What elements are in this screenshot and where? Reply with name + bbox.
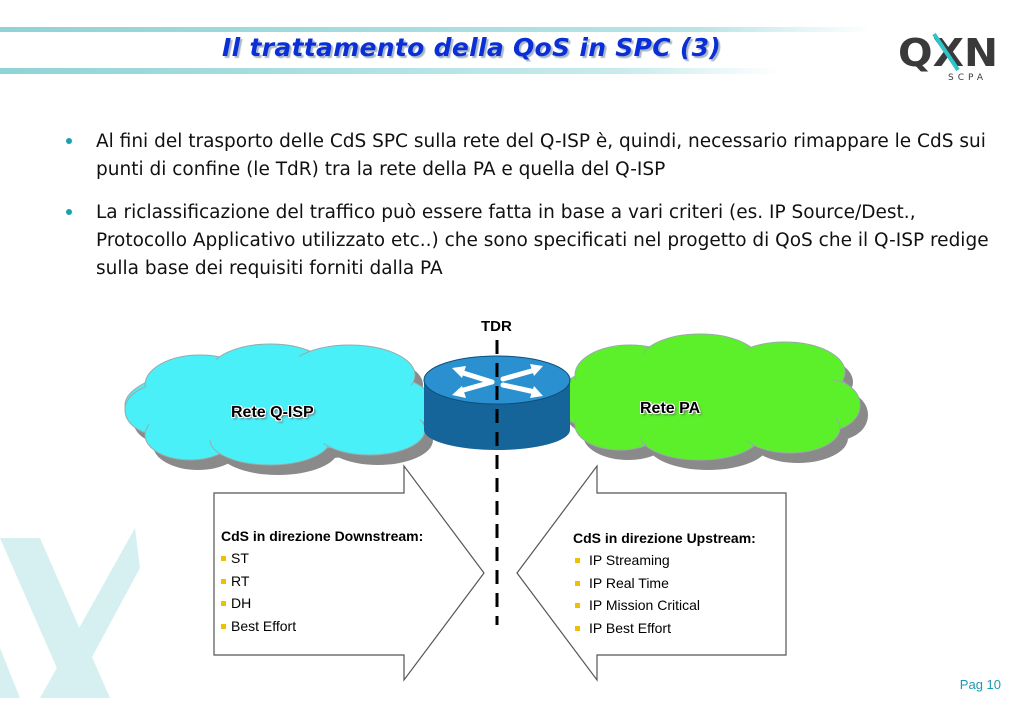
downstream-arrow-shape — [213, 464, 485, 682]
bullet-square-icon — [221, 601, 226, 606]
downstream-list: ST RT DH Best Effort — [221, 547, 423, 637]
list-item: IP Mission Critical — [573, 594, 756, 617]
cloud-right-label: Rete PA — [640, 400, 701, 417]
downstream-heading: CdS in direzione Downstream: — [221, 528, 424, 544]
upstream-arrow-shape — [516, 464, 787, 682]
bullet-text: Al fini del trasporto delle CdS SPC sull… — [96, 131, 986, 180]
list-item: IP Best Effort — [573, 617, 756, 640]
page-title: Il trattamento della QoS in SPC (3) — [222, 33, 722, 62]
bullet-square-icon — [575, 603, 580, 608]
header-rule-bottom — [0, 68, 780, 74]
downstream-panel: CdS in direzione Downstream: ST RT DH Be… — [221, 528, 423, 637]
upstream-heading: CdS in direzione Upstream: — [573, 530, 756, 546]
bullet-square-icon — [575, 580, 580, 586]
company-logo: QXN SCPA — [898, 31, 998, 83]
logo-subtitle: SCPA — [948, 73, 987, 83]
bullet-text: La riclassificazione del traffico può es… — [96, 202, 989, 279]
cloud-left-label: Rete Q-ISP — [231, 404, 314, 421]
bullet-square-icon — [221, 556, 226, 561]
bullet-square-icon — [221, 578, 226, 584]
upstream-panel: CdS in direzione Upstream: IP Streaming … — [573, 530, 756, 639]
list-item: Best Effort — [221, 615, 423, 638]
list-item: IP Real Time — [573, 572, 756, 595]
router-icon — [423, 355, 571, 450]
header-rule-top — [0, 27, 870, 32]
list-item: RT — [221, 570, 423, 593]
list-item: IP Streaming — [573, 549, 756, 572]
bullet-list: Al fini del trasporto delle CdS SPC sull… — [66, 128, 1006, 298]
list-item: ST — [221, 547, 423, 570]
bullet-dot-icon — [66, 209, 72, 215]
list-item: DH — [221, 592, 423, 615]
bullet-square-icon — [575, 558, 580, 563]
watermark-x-icon — [0, 528, 140, 698]
bullet-item: Al fini del trasporto delle CdS SPC sull… — [66, 128, 1006, 184]
page-number: Pag 10 — [959, 677, 1001, 692]
bullet-dot-icon — [66, 138, 72, 144]
bullet-item: La riclassificazione del traffico può es… — [66, 199, 1006, 283]
upstream-list: IP Streaming IP Real Time IP Mission Cri… — [573, 549, 756, 639]
logo-accent-stroke — [932, 32, 960, 72]
bullet-square-icon — [575, 625, 580, 631]
tdr-label: TDR — [481, 318, 512, 335]
bullet-square-icon — [221, 623, 226, 629]
